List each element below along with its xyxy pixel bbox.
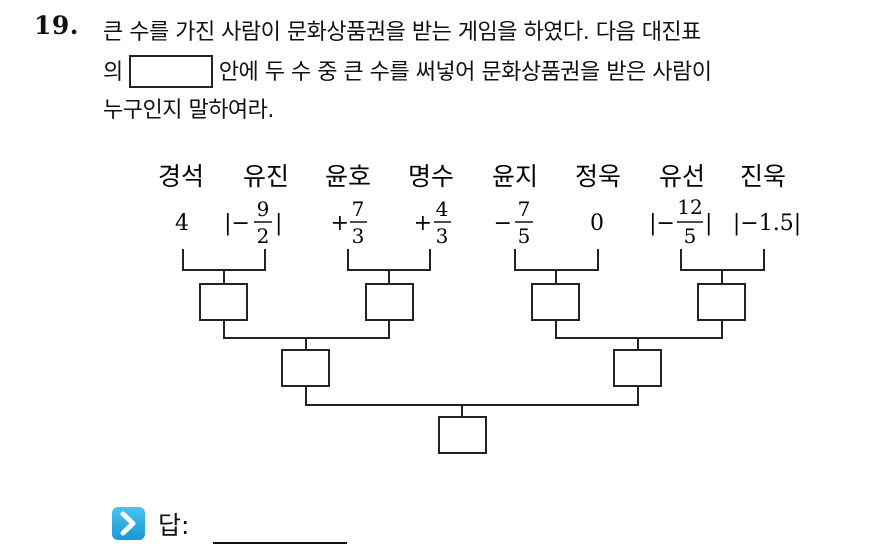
fraction-denominator: 3: [436, 224, 449, 248]
fraction-numerator: 7: [518, 197, 531, 221]
value-prefix: |−: [649, 211, 675, 236]
fraction-denominator: 3: [352, 224, 365, 248]
value-suffix: |: [275, 211, 282, 236]
player-name: 경석: [158, 162, 204, 191]
bracket-box-final: [438, 416, 487, 454]
value-suffix: |: [705, 211, 712, 236]
value-prefix: |−: [224, 211, 250, 236]
blank-box-inline: [128, 54, 213, 88]
fraction-numerator: 4: [436, 197, 449, 221]
bracket-box-round1: [531, 283, 580, 321]
player-names: 경석 유진 윤호 명수 윤지 정욱 유선 진욱: [158, 162, 786, 191]
player-value: 0: [590, 211, 604, 236]
bracket-connector: [555, 320, 723, 339]
fraction-numerator: 12: [677, 195, 702, 219]
answer-label: 답:: [158, 511, 190, 540]
fraction-denominator: 5: [518, 224, 531, 248]
value-prefix: +: [331, 211, 349, 236]
fraction-denominator: 2: [257, 224, 270, 248]
question-text-line-3: 누구인지 말하여라.: [103, 98, 274, 123]
question-text-line-2: 의 안에 두 수 중 큰 수를 써넣어 문화상품권을 받은 사람이: [103, 54, 712, 90]
player-name: 유진: [243, 162, 289, 191]
answer-blank-line[interactable]: [213, 542, 347, 544]
question-text-line-2-start: 의: [103, 60, 123, 85]
fraction-denominator: 5: [684, 224, 697, 248]
player-name: 유선: [659, 162, 705, 191]
value-prefix: +: [414, 211, 432, 236]
player-name: 윤호: [325, 162, 371, 191]
question-number: 19.: [34, 11, 79, 40]
bracket-connector: [680, 249, 765, 271]
player-name: 명수: [408, 162, 454, 191]
bracket-connector: [347, 249, 431, 271]
bracket-box-round2: [281, 349, 330, 387]
bracket-box-round1: [199, 283, 248, 321]
player-values: 4 |− 9 2 | + 7 3 + 4 3 − 7 5 0 |−: [175, 195, 801, 248]
answer-boxes: [199, 283, 746, 454]
fraction-numerator: 9: [257, 197, 270, 221]
value-prefix: −: [494, 211, 512, 236]
bracket-box-round1: [697, 283, 746, 321]
bracket-lines: [182, 249, 765, 417]
player-value: |−1.5|: [733, 211, 801, 236]
player-name: 진욱: [740, 162, 786, 191]
bracket-connector: [514, 249, 599, 271]
bracket-connector: [223, 320, 390, 339]
question-text-line-1: 큰 수를 가진 사람이 문화상품권을 받는 게임을 하였다. 다음 대진표: [103, 20, 701, 45]
player-name: 윤지: [492, 162, 538, 191]
player-value: 4: [175, 211, 189, 236]
question-text-line-2-end: 안에 두 수 중 큰 수를 써넣어 문화상품권을 받은 사람이: [218, 60, 712, 85]
chevron-right-icon: [112, 507, 145, 540]
bracket-box-round1: [365, 283, 414, 321]
player-name: 정욱: [575, 162, 621, 191]
bracket-box-round2: [613, 349, 662, 387]
fraction-numerator: 7: [352, 197, 365, 221]
bracket-connector: [182, 249, 266, 271]
bracket-connector: [305, 386, 639, 406]
